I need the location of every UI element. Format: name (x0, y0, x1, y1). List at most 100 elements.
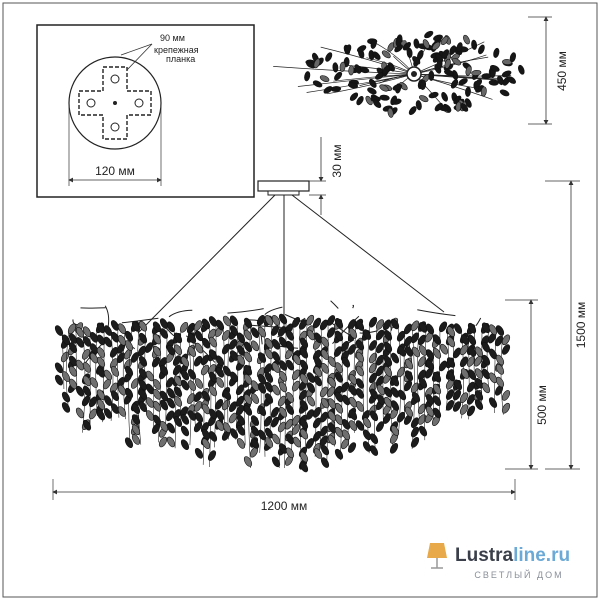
branch (475, 317, 482, 327)
body-height-dimension: 500 мм (505, 299, 549, 470)
branch (104, 305, 110, 328)
leaf-crystal (313, 375, 323, 387)
leaf-crystal (438, 360, 448, 372)
leaf-crystal (236, 345, 246, 356)
leaf-crystal (425, 406, 435, 417)
leaf-crystal (278, 406, 288, 418)
leaf-crystal (397, 389, 407, 401)
leaf-crystal (131, 321, 141, 332)
leaf-crystal (285, 392, 295, 403)
leaf-crystal (390, 95, 398, 106)
leaf-crystal (82, 326, 92, 337)
leaf-crystal (518, 64, 525, 75)
leaf-crystal (299, 337, 309, 349)
leaf-crystal (432, 371, 442, 383)
leaf-crystal (166, 387, 176, 399)
leaf-crystal (201, 429, 211, 440)
branch (439, 326, 441, 416)
leaf-crystal (467, 322, 477, 334)
leaf-crystal (166, 436, 176, 448)
leaf-crystal (215, 410, 225, 421)
leaf-crystal (291, 369, 301, 381)
leaf-crystal (187, 346, 197, 357)
leaf-crystal (495, 364, 505, 375)
leaf-crystal (425, 394, 435, 405)
leaf-crystal (180, 439, 190, 450)
leaf-crystal (432, 395, 442, 406)
leaf-crystal (474, 399, 484, 410)
leaf-crystal (465, 65, 472, 76)
leaf-crystal (379, 84, 389, 92)
leaf-crystal (347, 82, 359, 89)
leaf-crystal (159, 318, 169, 329)
leaf-crystal (103, 336, 113, 348)
leaf-crystal (348, 65, 355, 76)
leaf-crystal (471, 39, 478, 50)
leaf-crystal (96, 334, 106, 346)
leaf-crystal (194, 342, 204, 354)
leaf-crystal (449, 45, 457, 55)
branch (403, 328, 406, 424)
leaf-crystal (395, 36, 402, 47)
leaf-crystal (446, 326, 456, 337)
leaf-crystal (75, 385, 85, 397)
leaf-crystal (348, 328, 358, 339)
leaf-crystal (138, 320, 148, 332)
leaf-crystal (208, 336, 218, 348)
leaf-crystal (418, 345, 428, 356)
leaf-crystal (208, 316, 218, 327)
leaf-crystal (306, 382, 316, 393)
leaf-crystal (383, 355, 393, 367)
leaf-crystal (299, 418, 309, 430)
leaf-crystal (319, 386, 329, 398)
leaf-crystal (180, 356, 190, 367)
leaf-crystal (488, 397, 498, 408)
leaf-crystal (201, 403, 211, 415)
leaf-crystal (180, 379, 190, 391)
leaf-crystal (428, 91, 439, 99)
leaf-crystal (418, 377, 428, 389)
leaf-crystal (159, 364, 169, 376)
leaf-crystal (285, 340, 295, 352)
leaf-crystal (117, 335, 127, 346)
leaf-crystal (250, 393, 260, 404)
leaf-crystal (341, 394, 351, 406)
leaf-crystal (332, 62, 339, 73)
leaf-crystal (89, 377, 99, 388)
leaf-crystal (208, 385, 218, 397)
leaf-crystal (124, 387, 134, 399)
leaf-crystal (138, 401, 148, 412)
leaf-crystal (312, 417, 322, 429)
canopy: 30 мм (257, 137, 344, 215)
leaf-crystal (362, 417, 372, 428)
leaf-crystal (370, 38, 377, 49)
leaf-crystal (446, 370, 456, 382)
leaf-crystal (68, 342, 78, 353)
leaf-crystal (298, 319, 308, 330)
leaf-crystal (444, 69, 454, 76)
leaf-crystal (68, 355, 78, 367)
leaf-crystal (459, 356, 469, 368)
leaf-crystal (229, 428, 239, 439)
leaf-crystal (501, 70, 512, 78)
leaf-crystal (406, 47, 413, 58)
branch (227, 308, 264, 314)
leaf-crystal (501, 390, 511, 401)
leaf-crystal (305, 409, 315, 420)
leaf-crystal (299, 359, 309, 371)
leaf-crystal (478, 44, 485, 55)
leaf-crystal (375, 319, 385, 330)
leaf-crystal (452, 57, 462, 66)
branch (144, 326, 147, 415)
leaf-crystal (165, 410, 175, 422)
leaf-crystal (390, 375, 400, 387)
leaf-crystal (243, 341, 253, 353)
front-view-leaves (54, 313, 511, 473)
leaf-crystal (334, 330, 344, 342)
leaf-crystal (319, 425, 329, 437)
leaf-crystal (96, 347, 106, 358)
leaf-crystal (271, 351, 281, 362)
leaf-crystal (299, 428, 309, 440)
leaf-crystal (110, 366, 120, 377)
leaf-crystal (493, 47, 500, 58)
